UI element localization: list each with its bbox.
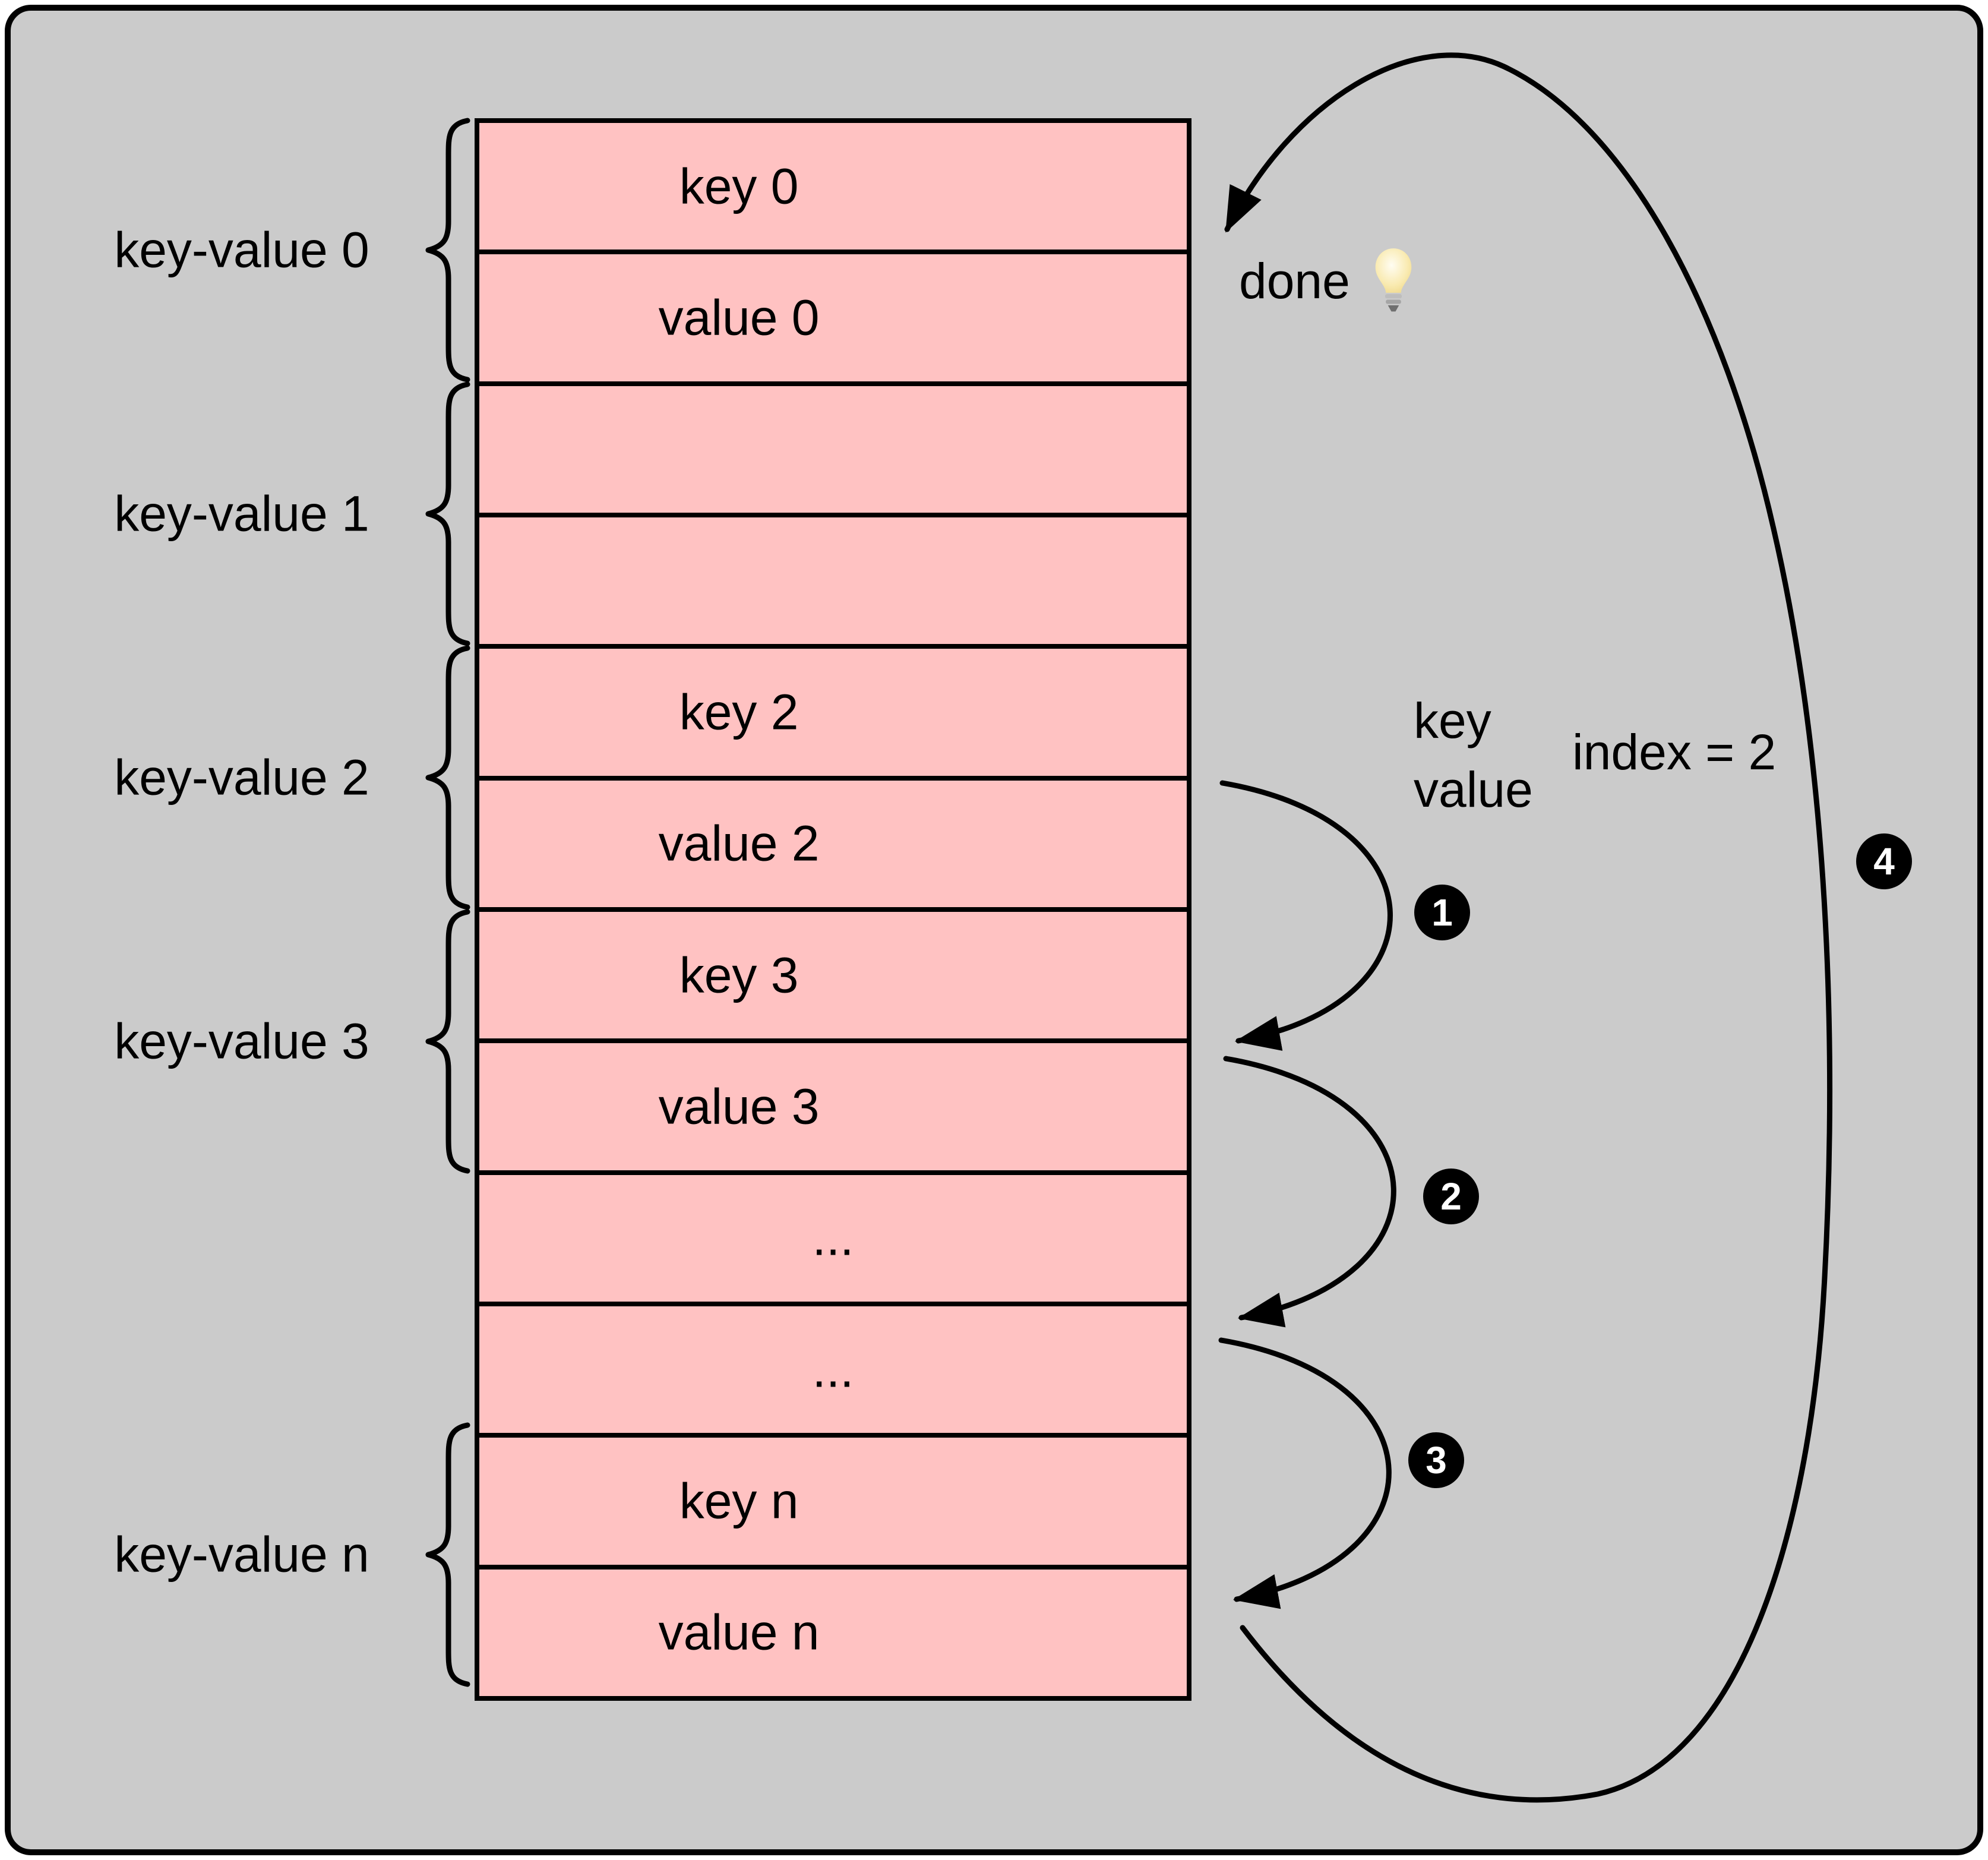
table-row: key n [479,1438,1187,1570]
step-badge-4: 4 [1856,833,1912,889]
cell-label: value 3 [658,1078,820,1135]
table-row-ellipsis: ... [479,1306,1187,1438]
cell-label: ... [812,1210,854,1266]
key-value-slot-table: key 0 value 0 key 2 value 2 key 3 value … [475,118,1191,1701]
cell-label: key 3 [679,947,799,1003]
cell-label: key 0 [679,158,799,214]
table-row: value 2 [479,781,1187,912]
step-number: 4 [1873,840,1895,883]
cell-label: ... [812,1341,854,1398]
step-number: 1 [1431,891,1453,934]
done-annotation: done [1239,242,1414,320]
index-label: index = 2 [1572,724,1777,780]
table-row: key 2 [479,649,1187,781]
table-row: value n [479,1570,1187,1696]
probe-entry-label: key value [1414,686,1533,824]
done-label: done [1239,253,1350,309]
cell-label: key 2 [679,684,799,740]
light-bulb-icon [1375,248,1412,312]
probe-value-label: value [1414,762,1533,817]
cell-label: value 0 [658,289,820,346]
cell-label: value 2 [658,815,820,871]
table-row [479,386,1187,517]
table-row: key 0 [479,123,1187,255]
step-number: 2 [1440,1175,1462,1218]
cell-label: value n [658,1604,820,1660]
step-badge-3: 3 [1408,1432,1464,1488]
table-row: value 0 [479,254,1187,386]
table-row: key 3 [479,912,1187,1044]
step-number: 3 [1426,1439,1447,1482]
step-badge-1: 1 [1414,885,1470,940]
table-row-ellipsis: ... [479,1175,1187,1306]
table-row: value 3 [479,1043,1187,1175]
group-label-key-value-2: key-value 2 [114,749,369,806]
cell-label: key n [679,1473,799,1529]
group-label-key-value-3: key-value 3 [114,1013,369,1069]
table-row [479,517,1187,649]
group-label-key-value-1: key-value 1 [114,485,369,542]
probe-key-label: key [1414,693,1491,749]
step-badge-2: 2 [1423,1169,1479,1224]
group-label-key-value-0: key-value 0 [114,222,369,278]
group-label-key-value-n: key-value n [114,1526,369,1583]
